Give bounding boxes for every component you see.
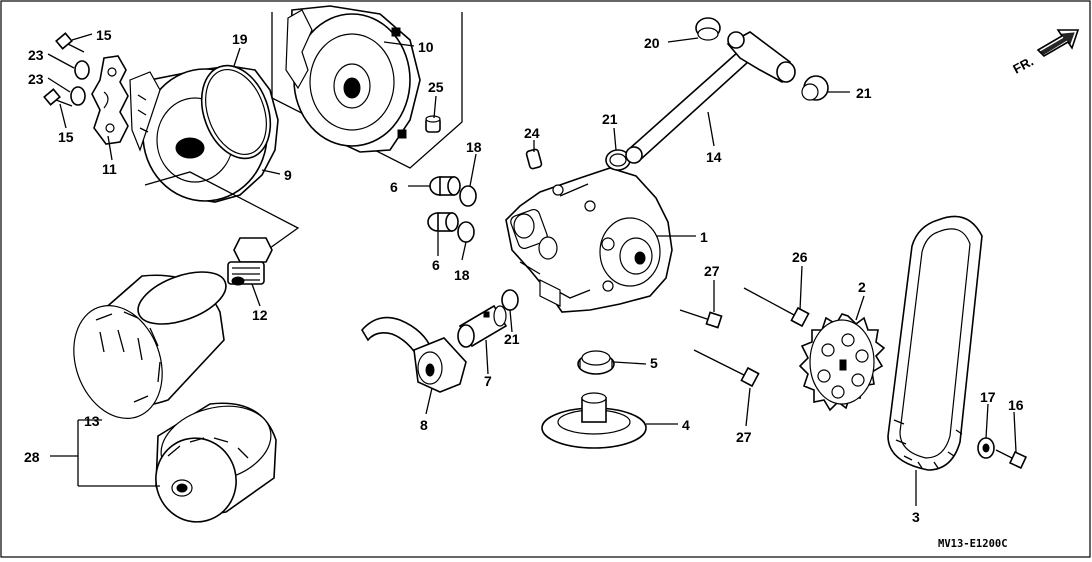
callout-21-top: 20	[644, 35, 660, 51]
dowel-pin-24	[525, 148, 543, 170]
callout-11: 12	[252, 307, 268, 323]
callout-9: 9	[284, 167, 292, 183]
callout-16: 16	[1008, 397, 1024, 413]
callout-21-right: 21	[856, 85, 872, 101]
o-ring-18-top	[459, 185, 477, 207]
callout-24: 24	[524, 125, 540, 141]
oil-cooler-bolt	[227, 237, 273, 286]
callout-5: 5	[650, 355, 658, 371]
rubber-joint-21-top	[695, 17, 721, 41]
callout-13: 13	[84, 413, 100, 429]
callout-6-bottom: 6	[432, 257, 440, 273]
leader-lines	[47, 33, 1017, 506]
leader-bracket-9-11	[144, 171, 300, 249]
callout-10: 10	[418, 39, 434, 55]
callout-4: 4	[682, 417, 690, 433]
front-direction-arrow-icon	[1036, 29, 1080, 58]
callout-17: 17	[980, 389, 996, 405]
dowel-pin-25	[425, 115, 441, 133]
oil-pipe-joint	[457, 304, 508, 348]
oil-filter-cartridge	[155, 402, 277, 523]
oil-pump-sprocket	[798, 313, 886, 412]
oil-pump-body	[505, 167, 673, 313]
front-direction-label: FR.	[1010, 54, 1036, 77]
callout-15-top: 15	[96, 27, 112, 43]
callout-20: 21	[504, 331, 520, 347]
bolt-27-upper	[743, 287, 810, 328]
callout-19: 19	[232, 31, 248, 47]
oil-seal	[577, 350, 615, 375]
callout-8: 8	[420, 417, 428, 433]
callout-3: 3	[912, 509, 920, 525]
callout-18-bottom: 18	[454, 267, 470, 283]
gasket-plate	[91, 55, 129, 145]
callout-22: 21	[602, 111, 618, 127]
callout-23-bottom: 23	[28, 71, 44, 87]
o-ring-18-bottom	[457, 221, 475, 243]
bolt-16	[995, 449, 1028, 470]
callout-1: 1	[700, 229, 708, 245]
sealing-washer-top	[74, 60, 90, 80]
callout-6-top: 6	[390, 179, 398, 195]
bolt-15-bottom	[43, 88, 73, 107]
callout-27-lower: 27	[736, 429, 752, 445]
callout-27-upper: 26	[792, 249, 808, 265]
callout-2: 2	[858, 279, 866, 295]
oil-pipe	[625, 31, 796, 164]
callout-25: 25	[428, 79, 444, 95]
callout-labels: 15 23 23 15 11 19 9 10 25 12 13 28 24 21…	[24, 27, 1024, 525]
callout-12: 11	[102, 161, 117, 177]
bolt-27-lower	[693, 349, 760, 388]
pump-drive-flange	[541, 392, 647, 449]
rubber-joint-21-right	[801, 75, 829, 101]
collar-6-top	[429, 176, 461, 196]
bolt-15-top	[55, 32, 85, 53]
callout-23-top: 23	[28, 47, 44, 63]
o-ring-20	[501, 289, 519, 311]
callout-14: 14	[706, 149, 722, 165]
oil-strainer	[361, 316, 467, 393]
drawing-code: MV13-E1200C	[938, 538, 1008, 550]
callout-26: 27	[704, 263, 720, 279]
callout-18-top: 18	[466, 139, 482, 155]
callout-7: 7	[484, 373, 492, 389]
collar-6-bottom	[427, 212, 459, 232]
bolt-26	[679, 309, 723, 329]
o-ring-large	[200, 64, 272, 160]
callout-28: 28	[24, 449, 40, 465]
sealing-washer-bottom	[70, 86, 86, 106]
oil-filter	[73, 271, 227, 419]
oil-pump-drive-chain	[887, 215, 983, 471]
callout-15-bottom: 15	[58, 129, 74, 145]
